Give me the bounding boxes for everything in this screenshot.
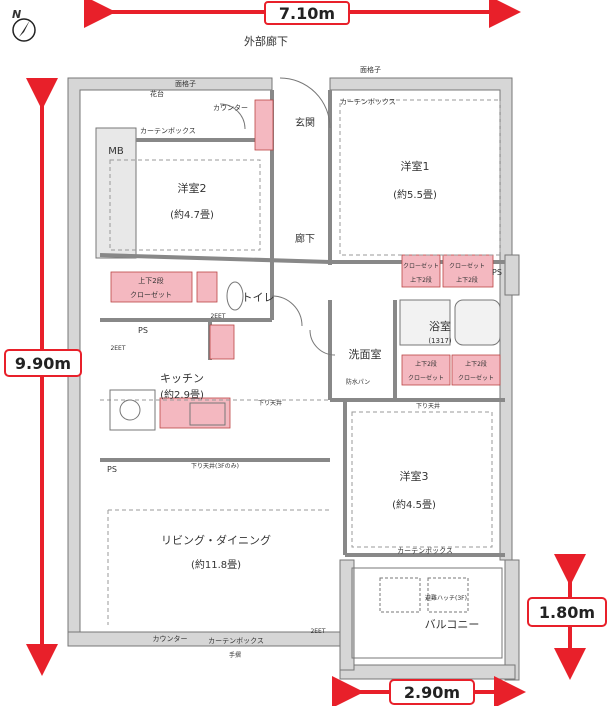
balcony-area xyxy=(351,567,503,659)
label-upper-lower-3: 上下2段 xyxy=(456,276,478,284)
label-toilet: トイレ xyxy=(242,291,275,304)
label-drop-ceiling-1: 下り天井 xyxy=(258,399,282,407)
label-balcony: バルコニー xyxy=(425,618,480,631)
label-upper-lower-4: 上下2段 xyxy=(415,360,437,368)
label-room3: 洋室3 xyxy=(400,469,429,483)
label-eet-3: 2EET xyxy=(310,628,325,635)
label-closet-2: クローゼット xyxy=(403,262,439,270)
label-closet-3: クローゼット xyxy=(449,262,485,270)
kitchen-fixture xyxy=(109,389,226,431)
dim-width-top: 7.10m xyxy=(279,4,335,23)
ceiling-lines xyxy=(100,99,501,625)
label-upper-lower-5: 上下2段 xyxy=(465,360,487,368)
label-curtain-box-living: カーテンボックス xyxy=(208,637,264,645)
label-living-size: (約11.8畳) xyxy=(191,558,241,571)
label-entrance: 玄関 xyxy=(295,116,315,129)
dim-balcony-depth: 1.80m xyxy=(539,603,595,622)
label-waterproof-pan: 防水パン xyxy=(346,378,370,386)
label-living: リビング・ダイニング xyxy=(161,533,271,547)
label-upper-lower-2: 上下2段 xyxy=(410,276,432,284)
label-ps-2: PS xyxy=(492,268,502,277)
label-washroom: 洗面室 xyxy=(349,347,382,361)
label-eet-1: 2EET xyxy=(210,313,225,320)
label-lattice-right: 面格子 xyxy=(360,65,381,74)
label-curtain-box-r2: カーテンボックス xyxy=(140,127,196,135)
label-counter-top: カウンター xyxy=(213,103,248,112)
label-room1: 洋室1 xyxy=(401,159,430,173)
label-upper-lower-1: 上下2段 xyxy=(138,276,163,285)
label-bathroom: 浴室 xyxy=(429,319,451,333)
dimension-arrows xyxy=(26,0,586,706)
label-hatch: 避難ハッチ(3F) xyxy=(425,594,467,602)
label-fence: 手摺 xyxy=(229,651,241,659)
label-ps-1: PS xyxy=(138,326,148,335)
door-swings xyxy=(219,77,336,356)
label-closet-4: クローゼット xyxy=(408,374,444,382)
label-closet-1: クローゼット xyxy=(130,290,172,299)
closets xyxy=(110,99,501,429)
dimension-label-boxes xyxy=(4,1,607,705)
label-ps-3: PS xyxy=(107,465,117,474)
label-kitchen-size: (約2.9畳) xyxy=(160,388,204,401)
label-curtain-box-r1: カーテンボックス xyxy=(340,98,396,106)
label-kitchen: キッチン xyxy=(160,372,204,385)
bath-fixture xyxy=(399,299,501,346)
toilet-fixture xyxy=(226,281,244,311)
label-room1-size: (約5.5畳) xyxy=(393,188,437,201)
label-flower-bed: 花台 xyxy=(150,89,164,98)
dim-height-left: 9.90m xyxy=(15,354,71,373)
label-mb: MB xyxy=(108,146,124,157)
label-bath-size: (1317) xyxy=(428,337,452,345)
label-lowered-ceiling: 下り天井(3Fのみ) xyxy=(191,462,239,470)
label-corridor: 廊下 xyxy=(295,232,315,245)
label-counter-living: カウンター xyxy=(153,634,188,643)
label-room2: 洋室2 xyxy=(178,181,207,195)
label-drop-ceiling-2: 下り天井 xyxy=(416,402,440,410)
compass-icon xyxy=(12,18,36,42)
dim-balcony-width: 2.90m xyxy=(404,683,460,702)
label-room2-size: (約4.7畳) xyxy=(170,208,214,221)
label-closet-5: クローゼット xyxy=(458,374,494,382)
label-eet-2: 2EET xyxy=(110,345,125,352)
labels: N 7.10m 9.90m 1.80m 2.90m 外部廊下 花台 面格子 面格… xyxy=(12,4,595,702)
label-lattice-left: 面格子 xyxy=(175,79,196,88)
compass-label: N xyxy=(12,8,21,21)
label-curtain-box-r3: カーテンボックス xyxy=(397,547,453,555)
label-room3-size: (約4.5畳) xyxy=(392,498,436,511)
exterior-walls xyxy=(67,77,520,681)
label-outer-corridor: 外部廊下 xyxy=(244,34,288,48)
